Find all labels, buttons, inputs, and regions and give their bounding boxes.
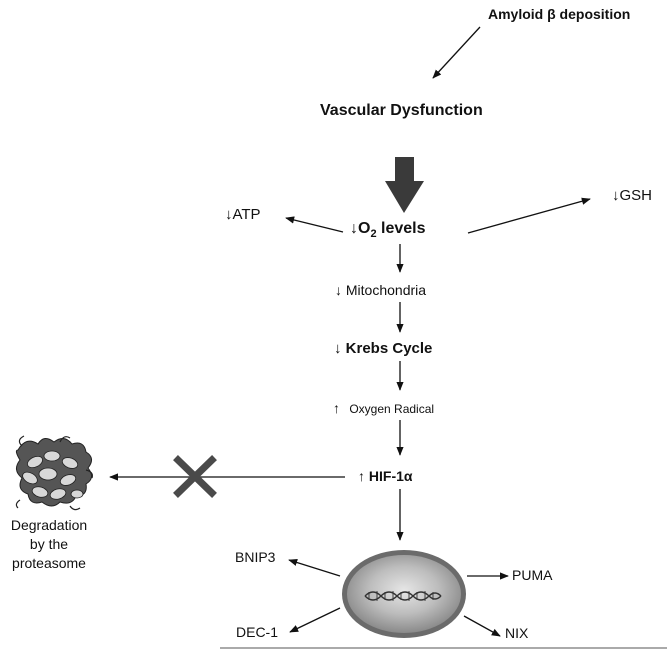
nix-label: NIX xyxy=(505,625,529,641)
o2-suffix: levels xyxy=(376,220,426,237)
degradation-line-1: Degradation xyxy=(10,517,88,533)
arrow-nucleus-nix xyxy=(463,615,501,637)
degradation-line-3: proteasome xyxy=(12,555,86,571)
krebs-text: Krebs Cycle xyxy=(345,340,433,357)
down-arrow-icon: ↓ xyxy=(225,206,233,223)
down-arrow-icon: ↓ xyxy=(334,340,342,357)
vascular-label: Vascular Dysfunction xyxy=(320,102,483,119)
o2-subscript: 2 xyxy=(370,228,377,241)
down-arrow-icon: ↓ xyxy=(612,187,620,204)
up-arrow-icon: ↑ xyxy=(333,400,340,416)
degradation-line-2: by the xyxy=(29,536,69,552)
nucleus-icon xyxy=(342,550,466,638)
arrow-nucleus-bnip3 xyxy=(288,558,341,577)
hif-label: ↑ HIF-1α xyxy=(358,468,413,484)
dna-helix-icon xyxy=(364,591,442,601)
krebs-label: ↓ Krebs Cycle xyxy=(334,340,432,357)
dec1-label: DEC-1 xyxy=(236,624,279,640)
o2-symbol: O xyxy=(358,220,371,237)
mitochondria-text: Mitochondria xyxy=(345,282,427,298)
down-arrow-icon: ↓ xyxy=(350,220,358,237)
cross-mark-icon xyxy=(173,455,217,498)
down-arrow-icon: ↓ xyxy=(335,282,342,298)
degradation-label: Degradation by the proteasome xyxy=(4,516,94,573)
gsh-text: GSH xyxy=(619,187,653,204)
proteasome-icon xyxy=(15,435,93,511)
up-arrow-icon: ↑ xyxy=(358,468,365,484)
o2-label: ↓O2 levels xyxy=(350,220,426,240)
arrow-o2-gsh xyxy=(467,197,591,234)
puma-label: PUMA xyxy=(512,567,553,583)
atp-label: ↓ATP xyxy=(225,206,261,223)
amyloid-label: Amyloid β deposition xyxy=(488,6,631,22)
bnip3-label: BNIP3 xyxy=(235,549,276,565)
arrow-o2-atp xyxy=(285,216,344,233)
mitochondria-label: ↓ Mitochondria xyxy=(335,282,426,298)
oxygen-radical-text: Oxygen Radical xyxy=(349,402,435,416)
arrow-amyloid-vascular xyxy=(432,26,481,79)
gsh-label: ↓GSH xyxy=(612,187,652,204)
block-arrow-icon xyxy=(385,157,424,213)
arrow-nucleus-dec1 xyxy=(289,607,341,633)
hif-text: HIF-1α xyxy=(368,468,413,484)
oxygen-radical-label: ↑ Oxygen Radical xyxy=(333,400,434,416)
atp-text: ATP xyxy=(232,206,261,223)
